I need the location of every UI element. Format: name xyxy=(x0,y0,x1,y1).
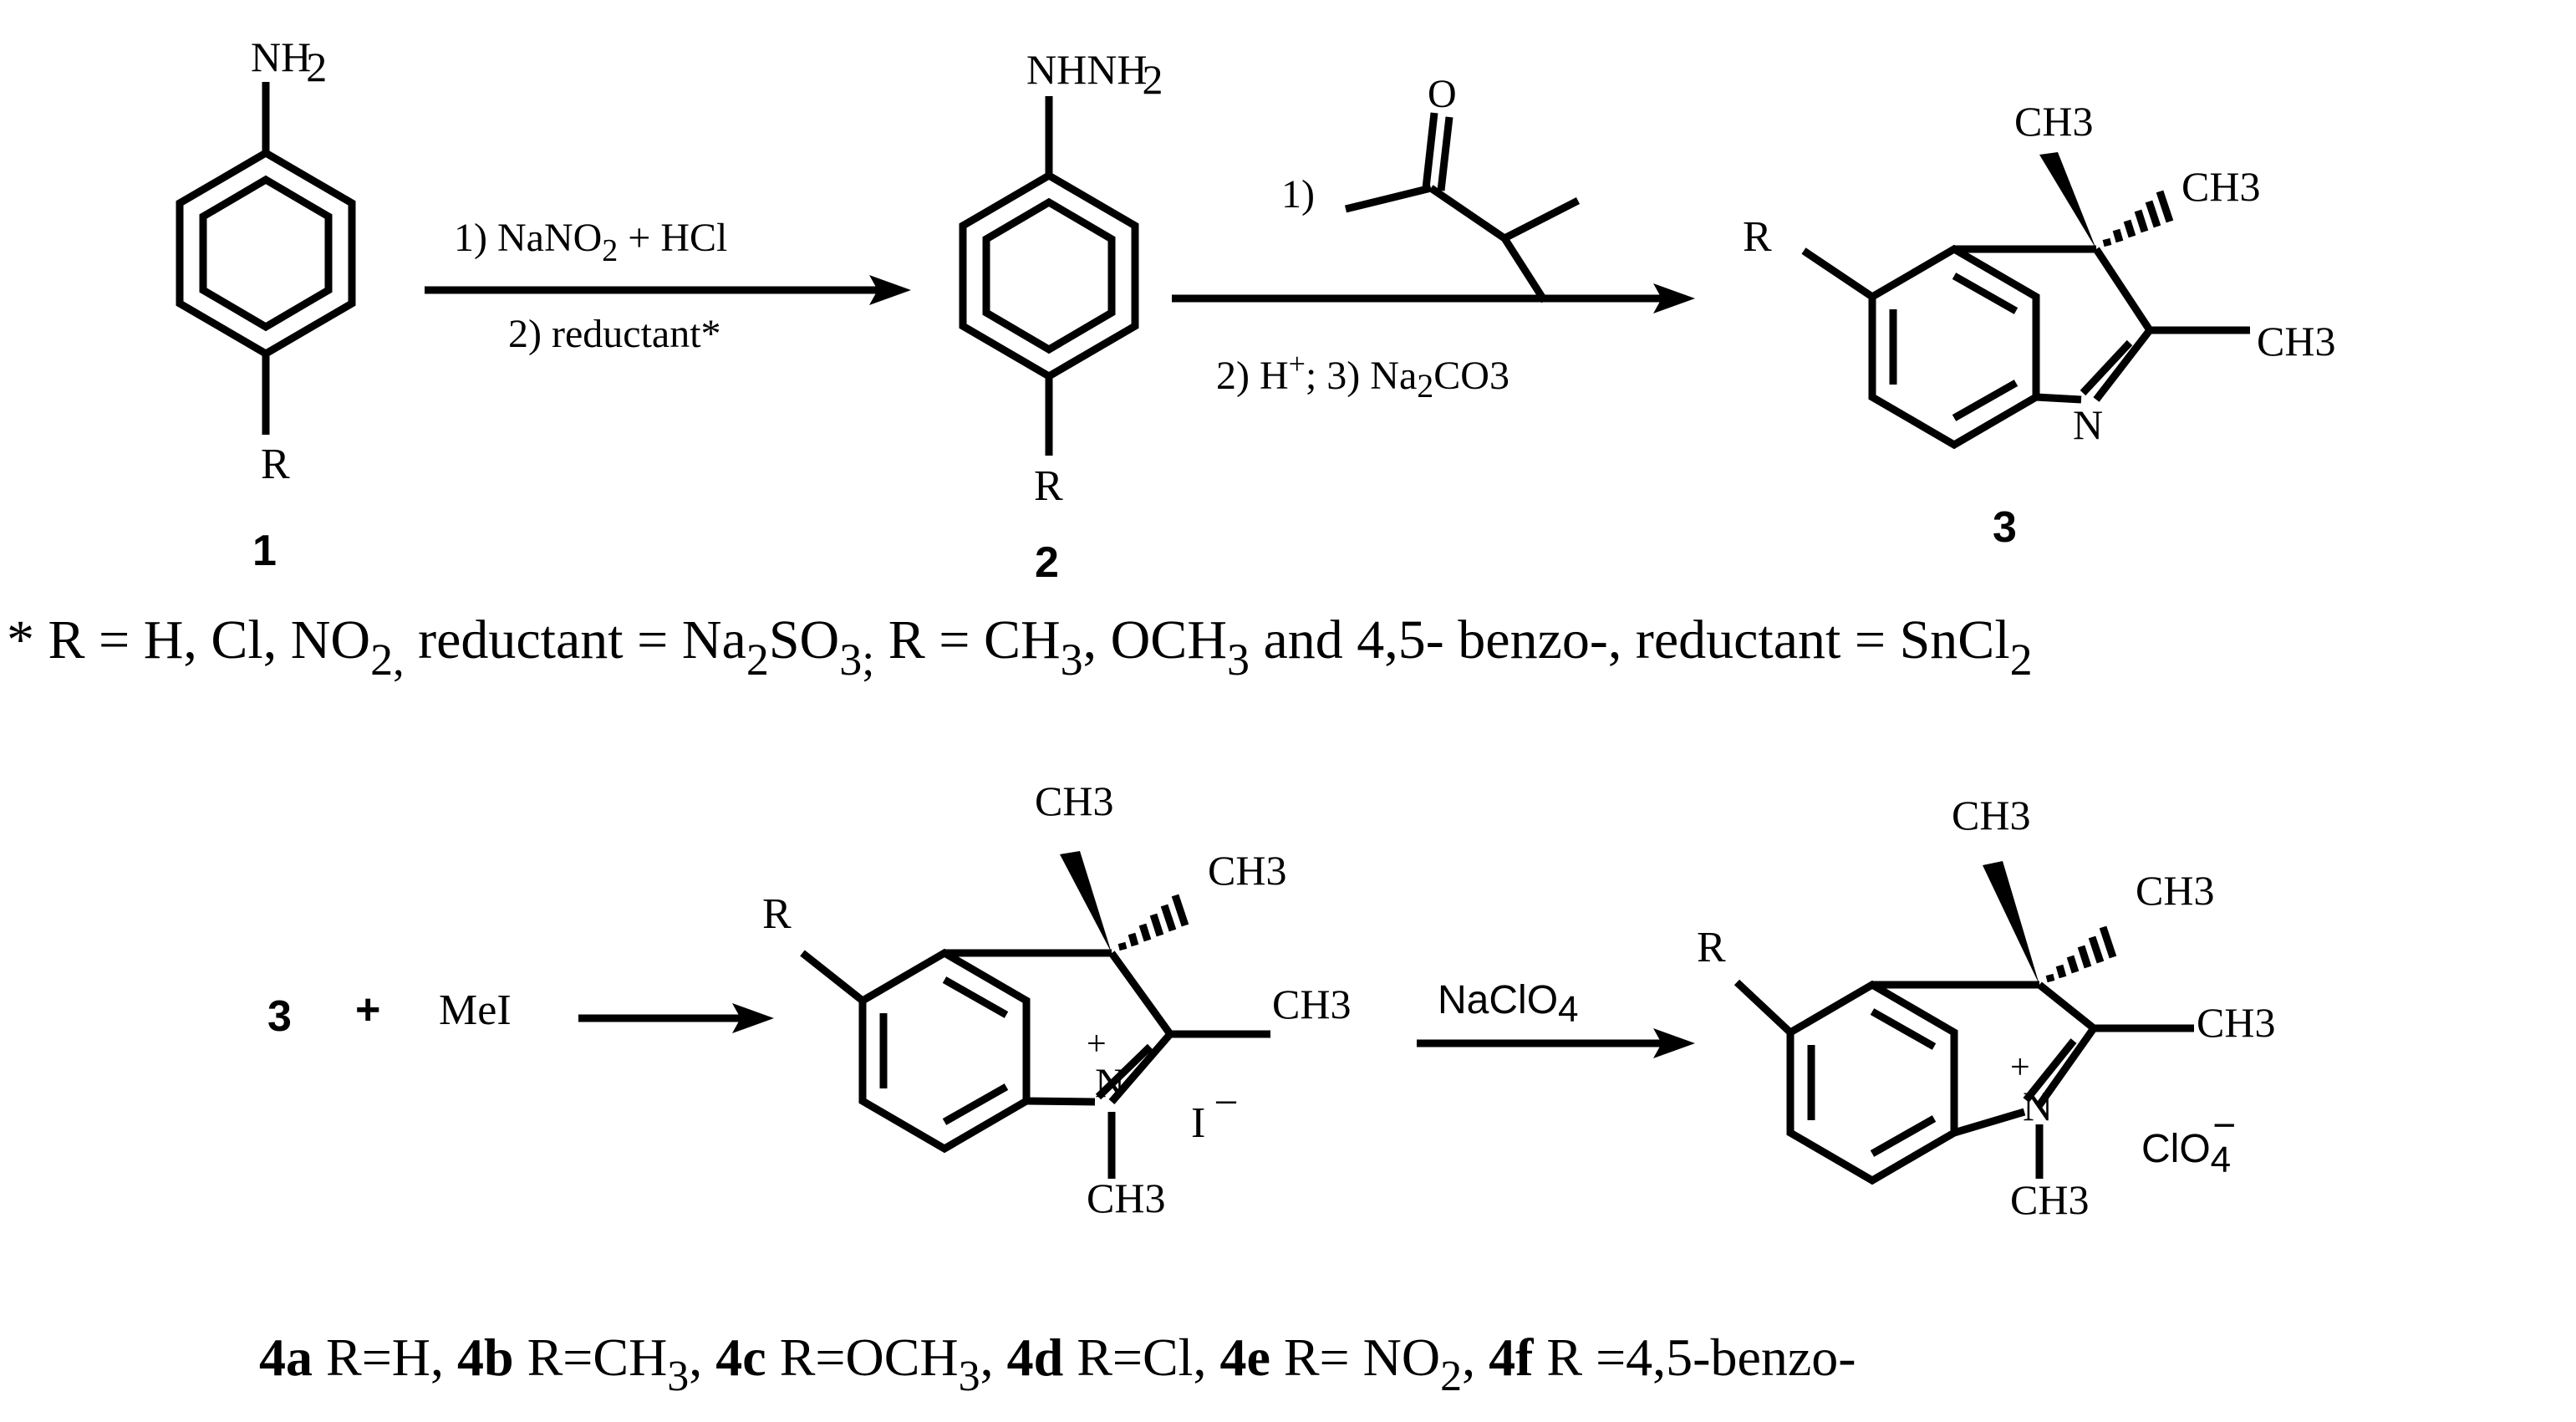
step2-conditions: 2) H+; 3) Na2CO3 xyxy=(1216,347,1509,405)
methyl-c2: CH3 xyxy=(1272,981,1351,1027)
indolium-iodide: R CH3 CH3 CH3 N + CH3 I− xyxy=(762,777,1351,1221)
reaction-arrow-1: 1) NaNO2 + HCl 2) reductant* xyxy=(425,216,911,356)
wedge-bond xyxy=(2039,152,2096,249)
step2-label-1: 1) xyxy=(1281,172,1315,217)
reactant-3: 3 xyxy=(267,992,292,1041)
compound-number-3: 3 xyxy=(1993,503,2017,552)
methyl-top: CH3 xyxy=(1952,792,2030,838)
ring-nitrogen: N xyxy=(2023,1083,2053,1129)
methyl-right: CH3 xyxy=(2136,867,2214,914)
aromatic-circle xyxy=(199,175,333,332)
step1-condition-1: 1) NaNO2 + HCl xyxy=(454,216,727,268)
compound-legend: 4a R=H, 4b R=CH3, 4c R=OCH3, 4d R=Cl, 4e… xyxy=(259,1328,1856,1400)
r-group: R xyxy=(1697,924,1726,971)
hashed-bond xyxy=(2102,190,2174,247)
r-group: R xyxy=(1743,213,1772,261)
reagent-naclo4: NaClO4 xyxy=(1438,978,1579,1030)
methyl-right: CH3 xyxy=(1208,847,1286,894)
indolium-perchlorate: R CH3 CH3 CH3 N + CH3 ClO4− xyxy=(1697,792,2275,1223)
hydrazine-group: NHNH2 xyxy=(1026,46,1163,103)
amino-group: NH2 xyxy=(251,33,327,90)
positive-charge: + xyxy=(1087,1025,1107,1063)
hashed-bond xyxy=(2045,925,2117,983)
perchlorate-anion: ClO4− xyxy=(2141,1103,2236,1180)
substituent-r: R xyxy=(261,441,290,488)
iodide-anion: I− xyxy=(1191,1079,1239,1147)
methyl-c2: CH3 xyxy=(2257,318,2335,364)
compound-1-aniline: NH2 R 1 xyxy=(176,33,356,575)
methyl-top: CH3 xyxy=(2014,98,2093,145)
methyl-n: CH3 xyxy=(1087,1175,1165,1221)
positive-charge: + xyxy=(2010,1048,2030,1087)
methyl-isopropyl-ketone: O xyxy=(1344,72,1581,303)
compound-number-1: 1 xyxy=(252,527,277,575)
reagent-mei: MeI xyxy=(439,986,512,1034)
reaction-arrow-4: NaClO4 xyxy=(1417,978,1695,1058)
compound-number-2: 2 xyxy=(1035,538,1059,587)
methyl-n: CH3 xyxy=(2010,1176,2089,1223)
aromatic-circle xyxy=(982,197,1116,354)
step1-condition-2: 2) reductant* xyxy=(508,312,721,356)
substituent-r: R xyxy=(1034,462,1063,510)
methyl-top: CH3 xyxy=(1035,777,1113,824)
ring-nitrogen: N xyxy=(2073,401,2103,448)
ring-nitrogen: N xyxy=(1095,1059,1125,1106)
wedge-bond xyxy=(1983,861,2039,985)
reaction-arrow-3 xyxy=(578,1003,774,1033)
compound-3-indolenine: R CH3 CH3 CH3 N 3 xyxy=(1743,98,2335,552)
plus-sign: + xyxy=(355,986,380,1034)
footnote-reductants: * R = H, Cl, NO2, reductant = Na2SO3; R … xyxy=(7,609,2033,685)
compound-2-hydrazine: NHNH2 R 2 xyxy=(959,46,1163,587)
wedge-bond xyxy=(1060,851,1112,953)
ketone-oxygen: O xyxy=(1428,72,1457,116)
r-group: R xyxy=(762,890,792,938)
reaction-arrow-2: O 1) 2) H+; 3) Na2CO3 xyxy=(1172,72,1695,405)
methyl-c2: CH3 xyxy=(2197,999,2275,1046)
methyl-right: CH3 xyxy=(2181,163,2260,210)
hashed-bond xyxy=(1117,894,1189,951)
